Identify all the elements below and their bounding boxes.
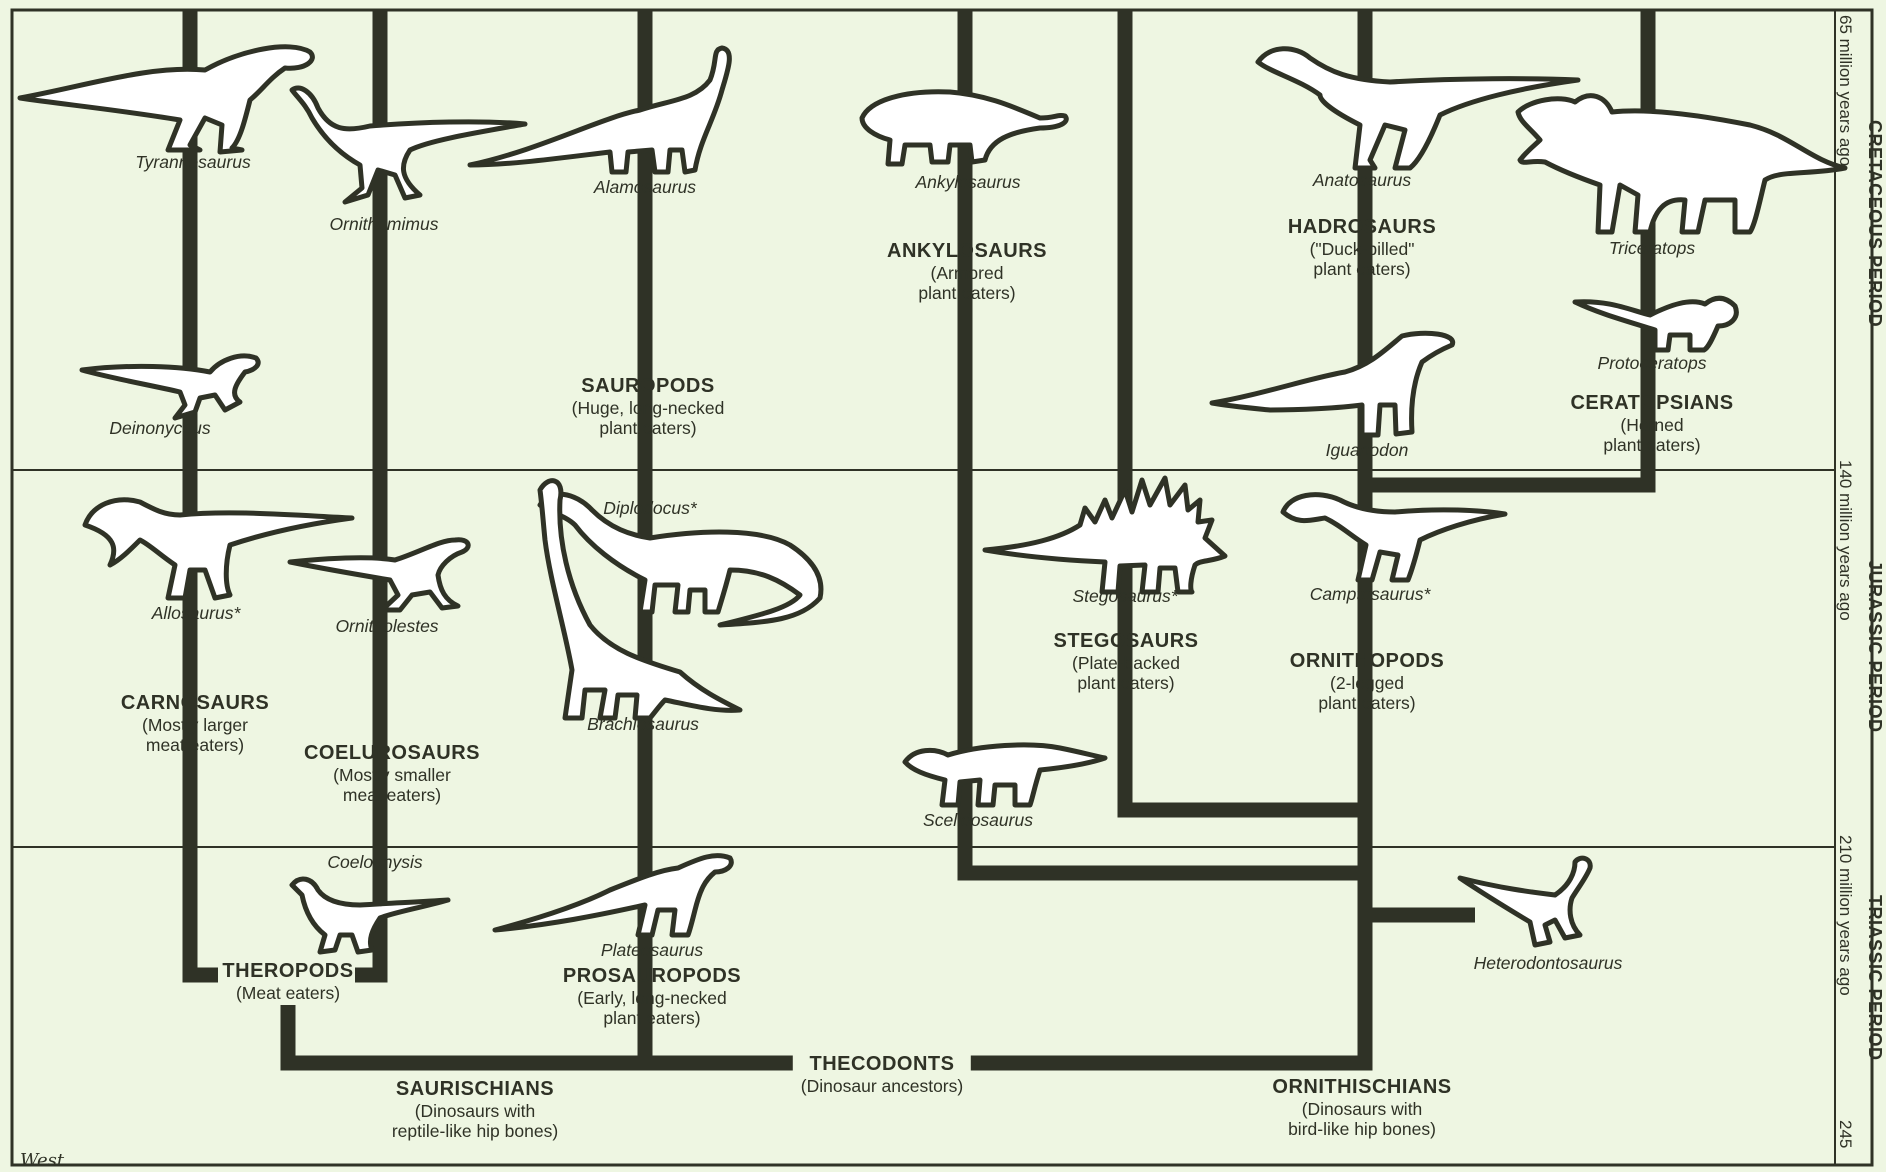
group-prosauropods-desc1: (Early, long-necked	[563, 988, 741, 1008]
ornithomimus-silhouette	[292, 88, 525, 202]
group-thecodonts-desc1: (Dinosaur ancestors)	[801, 1076, 963, 1096]
protoceratops-silhouette	[1575, 298, 1736, 350]
period-jurassic-ago: 140 million years ago	[1836, 460, 1855, 621]
period-bottom-marker: 245	[1835, 1120, 1855, 1148]
group-saurischians-desc2: reptile-like hip bones)	[392, 1121, 558, 1141]
plateosaurus-silhouette	[495, 856, 731, 935]
group-stegosaurs-desc2: plant eaters)	[1053, 673, 1198, 693]
period-cretaceous: CRETACEOUS PERIOD	[1864, 120, 1885, 327]
group-ankylosaurs-desc1: (Armored	[887, 263, 1047, 283]
group-saurischians: SAURISCHIANS (Dinosaurs with reptile-lik…	[392, 1078, 558, 1141]
label-ornitholestes: Ornitholestes	[335, 616, 438, 636]
group-saurischians-desc1: (Dinosaurs with	[392, 1101, 558, 1121]
group-coelurosaurs-desc1: (Mostly smaller	[304, 765, 480, 785]
period-triassic-name: TRIASSIC PERIOD	[1865, 895, 1885, 1061]
period-triassic-ago: 210 million years ago	[1836, 835, 1855, 996]
group-prosauropods-name: PROSAUROPODS	[563, 965, 741, 988]
group-ornithischians-desc2: bird-like hip bones)	[1272, 1119, 1451, 1139]
group-ankylosaurs-name: ANKYLOSAURS	[887, 240, 1047, 263]
group-stegosaurs-name: STEGOSAURS	[1053, 630, 1198, 653]
bottom-marker: 245	[1836, 1120, 1855, 1148]
alamosaurus-silhouette	[470, 48, 729, 172]
camptosaurus-silhouette	[1283, 495, 1505, 580]
label-brachiosaurus: Brachiosaurus	[587, 714, 699, 734]
group-ceratopsians-desc1: (Horned	[1570, 415, 1733, 435]
label-diplodocus: Diplodocus*	[603, 498, 696, 518]
group-carnosaurs-name: CARNOSAURS	[121, 692, 269, 715]
group-ornithischians-name: ORNITHISCHIANS	[1272, 1076, 1451, 1099]
group-theropods-name: THEROPODS	[222, 960, 353, 983]
allosaurus-silhouette	[85, 500, 352, 598]
label-stegosaurus: Stegosaurus*	[1072, 586, 1177, 606]
triceratops-silhouette	[1518, 96, 1845, 232]
artist-signature: West	[20, 1150, 64, 1171]
group-ceratopsians-name: CERATOPSIANS	[1570, 392, 1733, 415]
group-ankylosaurs-desc2: plant eaters)	[887, 283, 1047, 303]
label-deinonychus: Deinonychus	[109, 418, 210, 438]
label-tyrannosaurus: Tyrannosaurus	[135, 152, 250, 172]
deinonychus-silhouette	[82, 356, 258, 418]
coelophysis-silhouette	[292, 879, 448, 952]
group-carnosaurs-desc1: (Mostly larger	[121, 715, 269, 735]
group-sauropods: SAUROPODS (Huge, long-necked plant eater…	[572, 375, 725, 438]
label-scelidosaurus: Scelidosaurus	[923, 810, 1033, 830]
group-coelurosaurs-desc2: meat eaters)	[304, 785, 480, 805]
group-stegosaurs: STEGOSAURS (Plate-backed plant eaters)	[1053, 630, 1198, 693]
label-ankylosaurus: Ankylosaurus	[915, 172, 1020, 192]
heterodontosaurus-silhouette	[1460, 858, 1590, 945]
iguanodon-silhouette	[1212, 333, 1453, 435]
label-plateosaurus: Plateosaurus	[601, 940, 703, 960]
group-ornithischians: ORNITHISCHIANS (Dinosaurs with bird-like…	[1272, 1076, 1451, 1139]
period-jurassic-name: JURASSIC PERIOD	[1865, 560, 1885, 733]
group-theropods: THEROPODS (Meat eaters)	[222, 960, 353, 1003]
period-cretaceous-age: 65 million years ago	[1835, 15, 1855, 166]
group-sauropods-desc2: plant eaters)	[572, 418, 725, 438]
group-hadrosaurs-desc1: ("Duck-billed"	[1288, 239, 1436, 259]
group-sauropods-name: SAUROPODS	[572, 375, 725, 398]
group-hadrosaurs-name: HADROSAURS	[1288, 216, 1436, 239]
period-jurassic: JURASSIC PERIOD	[1864, 560, 1885, 733]
group-ornithopods-desc2: plant eaters)	[1290, 693, 1444, 713]
group-carnosaurs-desc2: meat eaters)	[121, 735, 269, 755]
group-ornithopods: ORNITHOPODS (2-legged plant eaters)	[1290, 650, 1444, 713]
group-ornithopods-name: ORNITHOPODS	[1290, 650, 1444, 673]
group-saurischians-name: SAURISCHIANS	[392, 1078, 558, 1101]
label-ornithomimus: Ornithomimus	[330, 214, 439, 234]
group-ornithischians-desc1: (Dinosaurs with	[1272, 1099, 1451, 1119]
group-thecodonts: THECODONTS (Dinosaur ancestors)	[793, 1053, 971, 1096]
group-theropods-desc1: (Meat eaters)	[222, 983, 353, 1003]
group-sauropods-desc1: (Huge, long-necked	[572, 398, 725, 418]
group-coelurosaurs: COELUROSAURS (Mostly smaller meat eaters…	[304, 742, 480, 805]
label-iguanodon: Iguanodon	[1326, 440, 1409, 460]
group-ankylosaurs: ANKYLOSAURS (Armored plant eaters)	[887, 240, 1047, 303]
group-ceratopsians: CERATOPSIANS (Horned plant eaters)	[1570, 392, 1733, 455]
group-hadrosaurs: HADROSAURS ("Duck-billed" plant eaters)	[1288, 216, 1436, 279]
label-camptosaurus: Camptosaurus*	[1310, 584, 1431, 604]
scelidosaurus-silhouette	[905, 745, 1105, 805]
label-triceratops: Triceratops	[1609, 238, 1695, 258]
group-prosauropods-desc2: plant eaters)	[563, 1008, 741, 1028]
tyrannosaurus-silhouette	[20, 47, 312, 152]
period-cretaceous-name: CRETACEOUS PERIOD	[1865, 120, 1885, 327]
group-prosauropods: PROSAUROPODS (Early, long-necked plant e…	[563, 965, 741, 1028]
label-heterodontosaurus: Heterodontosaurus	[1474, 953, 1623, 973]
group-carnosaurs: CARNOSAURS (Mostly larger meat eaters)	[121, 692, 269, 755]
group-ceratopsians-desc2: plant eaters)	[1570, 435, 1733, 455]
period-triassic: TRIASSIC PERIOD	[1864, 895, 1885, 1061]
label-alamosaurus: Alamosaurus	[594, 177, 696, 197]
group-thecodonts-name: THECODONTS	[801, 1053, 963, 1076]
group-ornithopods-desc1: (2-legged	[1290, 673, 1444, 693]
stegosaurus-silhouette	[985, 478, 1225, 592]
period-triassic-age: 210 million years ago	[1835, 835, 1855, 996]
label-anatosaurus: Anatosaurus	[1313, 170, 1411, 190]
label-coelophysis: Coelophysis	[327, 852, 422, 872]
group-coelurosaurs-name: COELUROSAURS	[304, 742, 480, 765]
label-protoceratops: Protoceratops	[1598, 353, 1707, 373]
group-hadrosaurs-desc2: plant eaters)	[1288, 259, 1436, 279]
period-jurassic-age: 140 million years ago	[1835, 460, 1855, 621]
label-allosaurus: Allosaurus*	[152, 603, 241, 623]
period-cretaceous-ago: 65 million years ago	[1836, 15, 1855, 166]
group-stegosaurs-desc1: (Plate-backed	[1053, 653, 1198, 673]
